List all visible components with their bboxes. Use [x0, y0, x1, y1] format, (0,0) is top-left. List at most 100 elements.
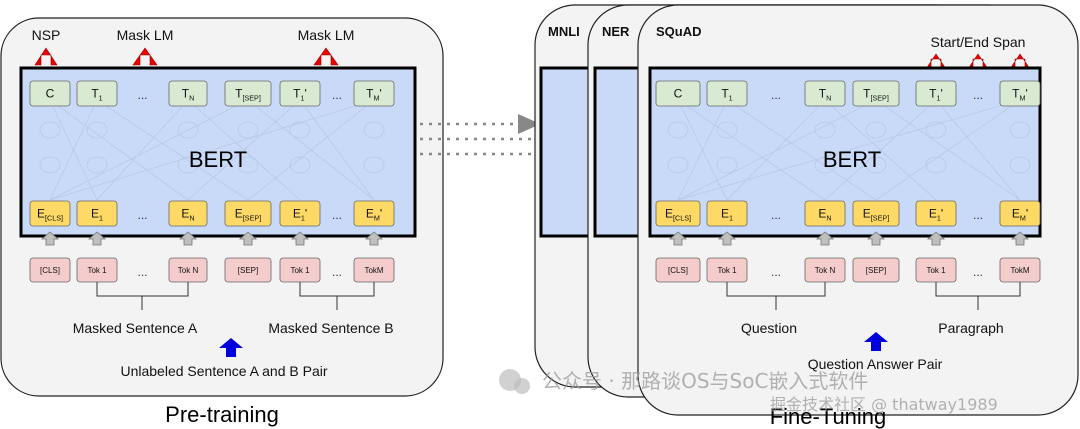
embedding-main: E: [235, 207, 243, 221]
input-token-main: [SEP]: [866, 266, 886, 275]
embedding-3: E[SEP]: [224, 200, 272, 227]
question-answer-pair-label: Question Answer Pair: [808, 356, 943, 372]
output-token-main: T: [91, 87, 99, 101]
embedding-main: E: [721, 207, 729, 221]
output-token-5: TM': [353, 80, 395, 107]
input-token-text: Tok 1: [926, 266, 946, 275]
embedding-text: E[CLS]: [665, 207, 691, 223]
masked-sentence-a: Masked Sentence A: [73, 320, 198, 336]
finetuning-network-lines: [667, 99, 1031, 201]
embedding-sub: [SEP]: [871, 214, 889, 223]
pretraining-input-arrows: [40, 231, 384, 246]
embedding-box: [706, 200, 748, 227]
embedding-main: E: [181, 207, 189, 221]
input-token-2: Tok N: [804, 257, 846, 283]
embedding-1: E1: [706, 200, 748, 227]
embedding-sub: M: [1020, 214, 1026, 223]
output-token-prime: ': [305, 87, 307, 101]
output-token-3: T[SEP]: [852, 80, 900, 107]
output-token-sub: [SEP]: [242, 94, 260, 103]
embedding-0: E[CLS]: [655, 200, 701, 227]
input-token-3: [SEP]: [852, 257, 900, 283]
embedding-sub: 1: [99, 214, 103, 223]
output-ellipsis-2: ...: [973, 88, 983, 102]
output-token-sub: 1: [729, 94, 733, 103]
embedding-main: E: [665, 207, 673, 221]
input-token-box: [29, 257, 71, 283]
embedding-box: [804, 200, 846, 227]
input-token-text: [SEP]: [866, 266, 886, 275]
input-token-main: Tok N: [815, 266, 836, 275]
output-token-box: [655, 80, 701, 107]
sentence-a-bracket: [96, 282, 189, 310]
token-ellipsis-2: ...: [332, 265, 342, 279]
input-token-main: [CLS]: [668, 266, 688, 275]
output-token-box: [29, 80, 71, 107]
task-ner: NER: [602, 24, 630, 39]
output-token-box: [168, 80, 208, 107]
input-arrow-0: [668, 231, 688, 246]
embedding-0: E[CLS]: [29, 200, 71, 227]
input-token-text: [CLS]: [40, 266, 60, 275]
output-token-text: T1': [293, 87, 307, 103]
embedding-prime: ': [1026, 207, 1028, 221]
output-token-main: T: [235, 87, 243, 101]
question-bracket: [726, 282, 826, 310]
embedding-box: [224, 200, 272, 227]
output-token-main: T: [929, 87, 937, 101]
input-token-box: [852, 257, 900, 283]
input-token-4: Tok 1: [915, 257, 957, 283]
input-token-main: Tok 1: [717, 266, 737, 275]
input-token-main: TokM: [1010, 266, 1029, 275]
embedding-ellipsis-1: ...: [137, 208, 147, 222]
output-token-box: [915, 80, 957, 107]
embedding-text: EN: [181, 207, 194, 223]
input-token-box: [655, 257, 701, 283]
embedding-ellipsis-2: ...: [332, 208, 342, 222]
finetuning-caption: Fine-Tuning: [770, 404, 887, 429]
output-token-0: C: [29, 80, 71, 107]
output-token-sub: [SEP]: [870, 94, 888, 103]
unlabeled-pair-label: Unlabeled Sentence A and B Pair: [120, 363, 327, 379]
embedding-box: [655, 200, 701, 227]
output-token-prime: ': [941, 87, 943, 101]
embedding-main: E: [863, 207, 871, 221]
output-token-main: C: [674, 87, 683, 101]
input-arrow-5: [1010, 231, 1030, 246]
output-token-4: T1': [915, 80, 957, 107]
input-token-text: TokM: [364, 266, 383, 275]
embedding-main: E: [1012, 207, 1020, 221]
embedding-main: E: [293, 207, 301, 221]
input-arrow-3: [866, 231, 886, 246]
embedding-text: EM': [1012, 207, 1028, 223]
input-arrow-2: [815, 231, 835, 246]
embedding-5: EM': [999, 200, 1041, 227]
output-token-sub: N: [826, 94, 831, 103]
output-token-text: T1: [721, 87, 732, 103]
output-token-main: C: [46, 87, 55, 101]
output-token-sub: M: [374, 94, 380, 103]
output-token-1: T1: [76, 80, 118, 107]
output-token-box: [706, 80, 748, 107]
embedding-text: E1: [91, 207, 103, 223]
input-token-main: Tok N: [178, 266, 199, 275]
output-token-text: C: [674, 87, 683, 101]
embedding-box: [29, 200, 71, 227]
input-token-text: TokM: [1010, 266, 1029, 275]
output-token-sub: M: [1020, 94, 1026, 103]
embedding-sub: M: [374, 214, 380, 223]
input-arrow-4: [290, 231, 310, 246]
input-token-main: [SEP]: [238, 266, 258, 275]
embedding-box: [852, 200, 900, 227]
mask-lm-label-1: Mask LM: [117, 27, 174, 43]
watermark-line-1: 公众号 · 那路谈OS与SoC嵌入式软件: [542, 369, 868, 393]
output-token-box: [353, 80, 395, 107]
pretraining-caption: Pre-training: [165, 402, 279, 427]
masked-sentence-b: Masked Sentence B: [268, 320, 393, 336]
output-token-box: [852, 80, 900, 107]
input-arrow-5: [364, 231, 384, 246]
